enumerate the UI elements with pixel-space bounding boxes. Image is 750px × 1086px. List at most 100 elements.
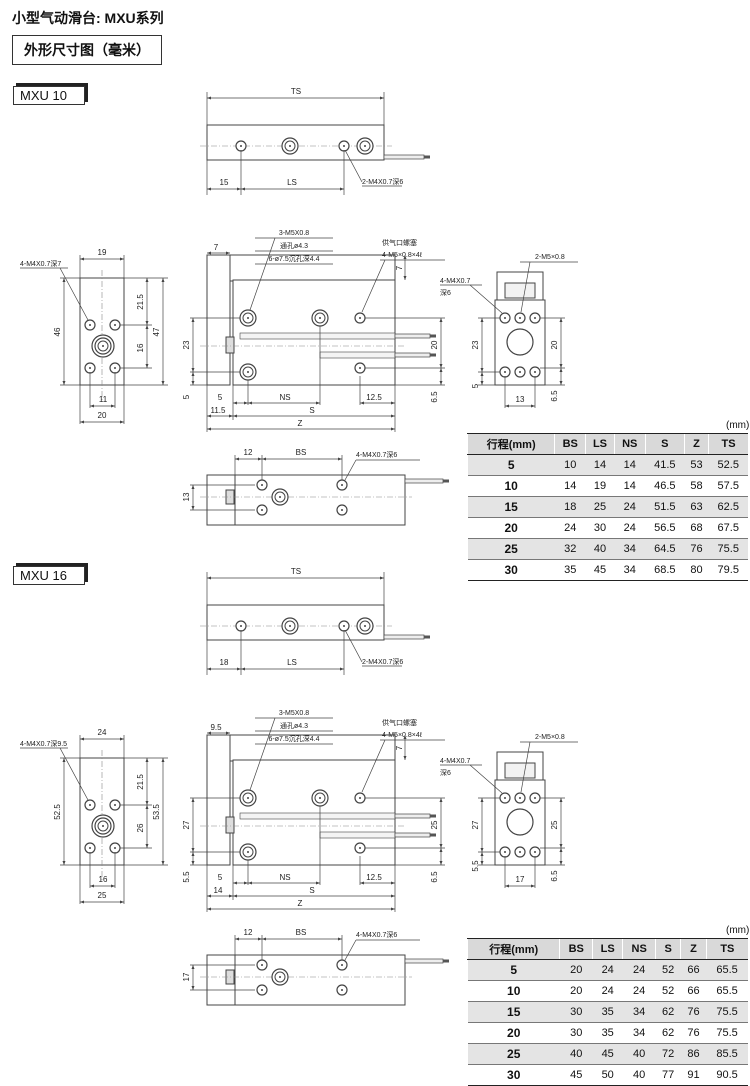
dimension-label: 6-ø7.5沉孔深4.4: [269, 734, 320, 743]
arrow-icon: [439, 364, 443, 368]
dimension-label: 6.5: [550, 870, 559, 882]
hole-center-icon: [89, 847, 91, 849]
switch-rail: [319, 351, 396, 359]
table-cell: 62: [655, 1022, 681, 1044]
stopper-bolt: [225, 336, 235, 354]
arrow-icon: [145, 758, 149, 762]
table-cell: 46.5: [645, 475, 685, 497]
table-cell: 40: [559, 1043, 593, 1065]
hole-inner-icon: [284, 140, 296, 152]
switch-rail: [239, 332, 396, 340]
arrow-icon: [559, 381, 563, 385]
dimension-line: [469, 764, 503, 794]
column-header: 行程(mm): [466, 433, 555, 455]
table-cell: 79.5: [708, 559, 748, 581]
arrow-icon: [191, 368, 195, 372]
arrow-icon: [244, 401, 248, 405]
dimension-label: 4-M4X0.7深9.5: [20, 739, 67, 748]
table-cell: 34: [614, 538, 646, 560]
arrow-icon: [338, 457, 342, 461]
hole-center-icon: [364, 145, 366, 147]
arrow-icon: [235, 457, 239, 461]
table-cell: 40: [622, 1043, 656, 1065]
sensor-cable: [394, 333, 431, 339]
dimension-line: [344, 629, 363, 663]
dimension-label: 21.5: [136, 294, 145, 310]
cable-tip: [424, 635, 430, 639]
arrow-icon: [505, 884, 509, 888]
dimension-label: 2-M4X0.7深6: [362, 657, 403, 666]
dimension-label: NS: [279, 393, 290, 402]
end-bracket: [206, 254, 231, 386]
arrow-icon: [191, 965, 195, 969]
column-header: NS: [613, 433, 646, 455]
table-cell: 24: [614, 517, 646, 539]
dimension-line: [361, 259, 386, 313]
dimension-label: 23: [182, 340, 191, 349]
table-cell: 77: [655, 1064, 681, 1086]
table-cell: 30: [467, 1064, 560, 1086]
arrow-icon: [244, 881, 248, 885]
hole-center-icon: [261, 989, 263, 991]
dimension-label: 4-M4X0.7: [440, 758, 470, 765]
arrow-icon: [391, 894, 395, 898]
hole-center-icon: [343, 625, 345, 627]
arrow-icon: [258, 937, 262, 941]
arrow-icon: [439, 861, 443, 865]
dimension-label: NS: [279, 873, 290, 882]
table-unit: (mm): [726, 925, 750, 936]
table-cell: 68.5: [645, 559, 685, 581]
hole-inner-icon: [242, 846, 254, 858]
arrow-icon: [559, 368, 563, 372]
table-cell: 34: [622, 1022, 656, 1044]
dimension-label: 12: [244, 448, 253, 457]
hole-inner-icon: [274, 971, 286, 983]
hole-center-icon: [319, 317, 321, 319]
arrow-icon: [480, 852, 484, 856]
dimension-label: 5.5: [471, 860, 480, 872]
column-header: BS: [554, 433, 586, 455]
dimension-label: LS: [287, 658, 297, 667]
arrow-icon: [191, 318, 195, 322]
dimension-label: 17: [182, 972, 191, 981]
hole-center-icon: [261, 509, 263, 511]
arrow-icon: [391, 427, 395, 431]
arrow-icon: [62, 278, 66, 282]
dimension-label: 通孔ø4.3: [280, 721, 308, 730]
hole-center-icon: [534, 317, 536, 319]
table-cell: 52: [655, 959, 681, 981]
end-plate-recess: [504, 282, 536, 299]
table-cell: 5: [467, 959, 560, 981]
table-cell: 52: [655, 980, 681, 1002]
hole-center-icon: [341, 484, 343, 486]
arrow-icon: [226, 251, 230, 255]
bore-icon: [506, 328, 534, 356]
arrow-icon: [207, 576, 211, 580]
arrow-icon: [505, 404, 509, 408]
table-cell: 35: [592, 1022, 623, 1044]
arrow-icon: [191, 852, 195, 856]
arrow-icon: [233, 894, 237, 898]
table-cell: 67.5: [708, 517, 748, 539]
hole-center-icon: [261, 484, 263, 486]
hole-center-icon: [240, 625, 242, 627]
arrow-icon: [191, 485, 195, 489]
arrow-icon: [340, 667, 344, 671]
table-cell: 41.5: [645, 454, 685, 476]
arrow-icon: [480, 381, 484, 385]
arrow-icon: [233, 401, 237, 405]
arrow-icon: [439, 368, 443, 372]
arrow-icon: [191, 372, 195, 376]
table-cell: 30: [585, 517, 615, 539]
arrow-icon: [439, 798, 443, 802]
model-tab-mxu16: MXU 16: [13, 566, 85, 585]
arrow-icon: [229, 414, 233, 418]
table-cell: 56.5: [645, 517, 685, 539]
dimension-label: 25: [98, 891, 107, 900]
